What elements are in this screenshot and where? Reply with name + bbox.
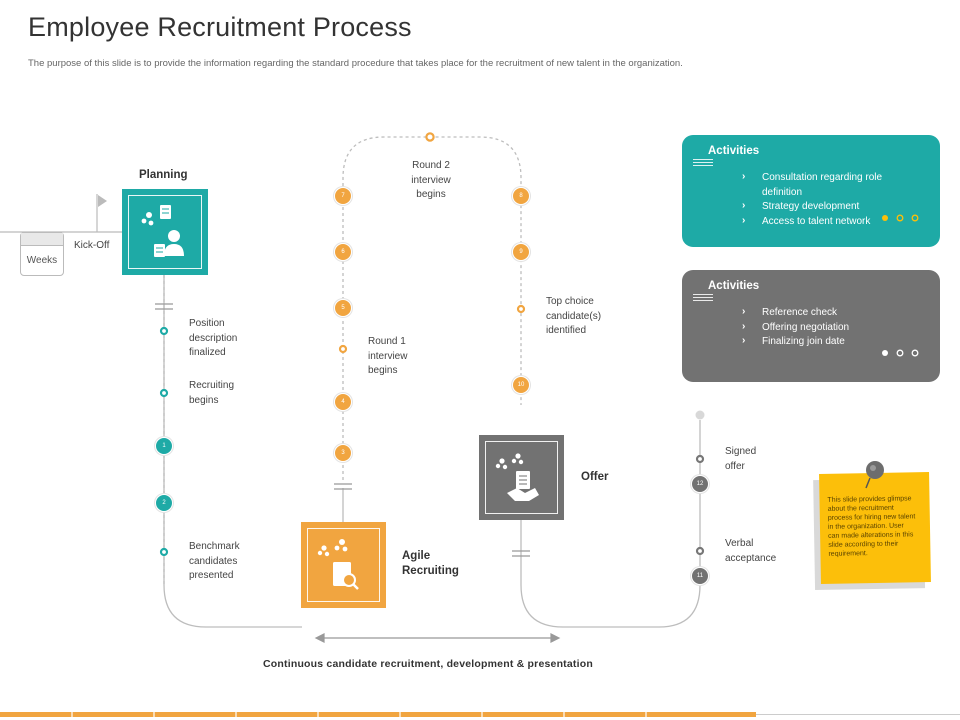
verbal-acceptance-label: Verbal acceptance [725,538,777,564]
handshake-contract-icon [495,453,539,501]
recruiting-search-icon [317,539,359,590]
round2-label: Round 2 interview begins [411,160,451,200]
recruiting-begins-label: Recruiting begins [189,380,235,406]
activity-item: Reference check [742,305,922,321]
milestone-round2-dot [425,132,435,142]
offer-label: Offer [581,471,609,483]
week-number-marker: 6 [334,243,352,261]
week-number-marker: 5 [334,299,352,317]
pagination-dots [882,349,919,357]
activities-title: Activities [708,280,760,292]
activity-item: Consultation regarding role definition [742,170,922,200]
activity-item: Offering negotiation [742,320,922,336]
footer-accent-bar [0,712,756,717]
sticky-note-text: This slide provides glimpse about the re… [827,495,916,558]
week-number-marker: 3 [334,444,352,462]
kickoff-label: Kick-Off [74,240,110,251]
activities-title: Activities [708,145,760,157]
week-number-marker: 12 [691,475,709,493]
timeline-end-dot [695,410,705,420]
milestone-signed-offer-dot [695,454,705,464]
milestone-benchmark-dot [159,547,169,557]
round1-label: Round 1 interview begins [368,336,408,376]
pushpin-icon [865,461,884,489]
activities-list: Reference check Offering negotiation Fin… [742,305,922,350]
milestone-top-choice-dot [516,304,526,314]
pagination-dots [882,214,919,222]
milestone-verbal-acceptance-dot [695,546,705,556]
page-subtitle: The purpose of this slide is to provide … [28,58,683,69]
activities-panel-planning: Activities Consultation regarding role d… [682,135,940,247]
milestone-recruiting-begins-dot [159,388,169,398]
week-number-marker: 11 [691,567,709,585]
activities-list: Consultation regarding role definition S… [742,170,922,230]
activities-panel-offer: Activities Reference check Offering nego… [682,270,940,382]
week-number-marker: 9 [512,243,530,261]
timeline-axis-label: Continuous candidate recruitment, develo… [263,658,593,670]
position-description-label: Position description finalized [189,318,238,358]
week-number-marker: 2 [155,494,173,512]
signed-offer-label: Signed offer [725,446,757,472]
agile-recruiting-stage-box [301,522,386,608]
benchmark-label: Benchmark candidates presented [189,541,240,581]
week-number-marker: 7 [334,187,352,205]
agile-recruiting-label: Agile Recruiting [402,550,459,577]
top-choice-label: Top choice candidate(s) identified [546,296,602,336]
page-title: Employee Recruitment Process [28,12,412,42]
flag-icon [98,195,107,207]
offer-stage-box [479,435,564,520]
menu-lines-icon [693,294,713,303]
planning-stage-box [122,189,208,275]
milestone-position-description-dot [159,326,169,336]
menu-lines-icon [693,159,713,168]
activity-item: Finalizing join date [742,334,922,350]
activity-item: Access to talent network [742,214,922,230]
calendar-icon: Weeks [20,232,64,276]
calendar-label: Weeks [26,255,58,266]
activity-item: Strategy development [742,199,922,215]
milestone-round1-dot [338,344,348,354]
planning-icon [141,205,184,257]
week-number-marker: 1 [155,437,173,455]
week-number-marker: 4 [334,393,352,411]
week-number-marker: 8 [512,187,530,205]
week-number-marker: 10 [512,376,530,394]
planning-label: Planning [139,169,188,181]
